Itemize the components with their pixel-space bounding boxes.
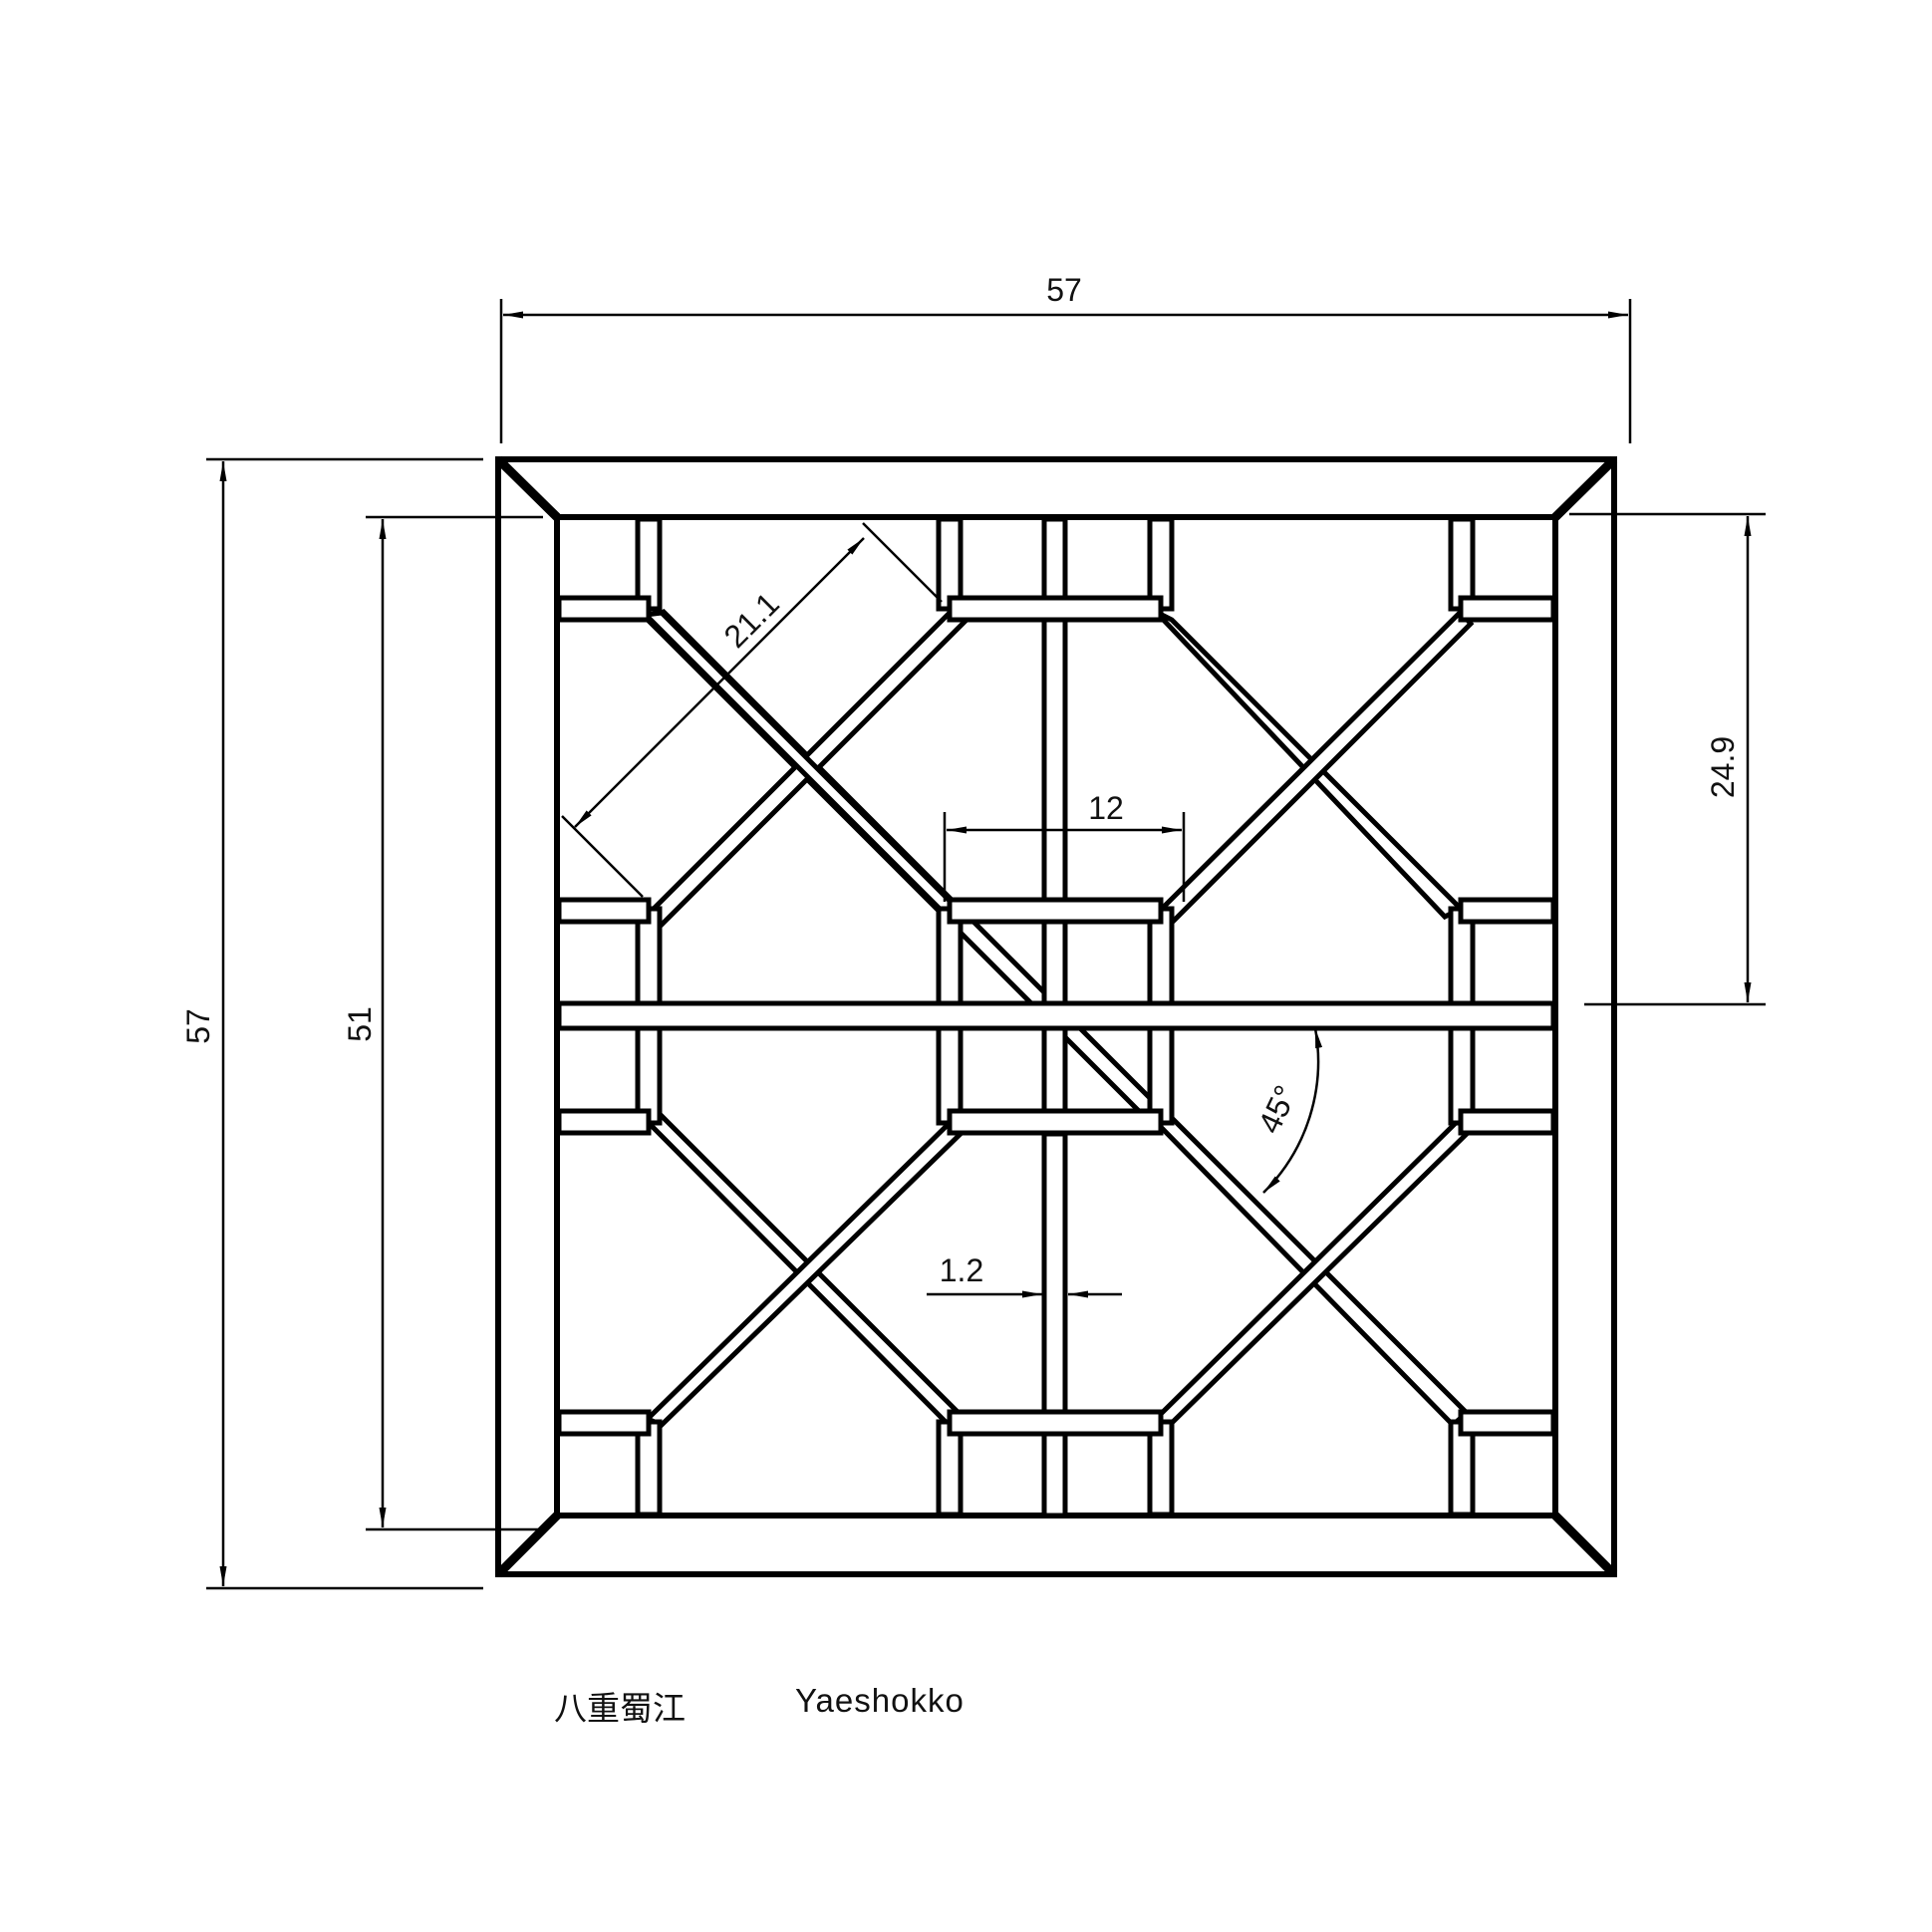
dimension-bar-width: 1.2 [927,1252,1122,1298]
dimension-center-box-width: 12 [943,790,1186,902]
dim-label-width: 57 [1046,272,1082,308]
dim-label-angle: 45° [1250,1080,1303,1139]
dim-label-inner-height: 51 [342,1006,378,1042]
dimension-overall-height: 57 [180,457,483,1590]
dim-label-bar-width: 1.2 [940,1252,983,1288]
dimension-overall-width: 57 [499,272,1632,443]
dim-label-center-width: 12 [1088,790,1124,826]
dim-label-height: 57 [180,1008,216,1044]
horizontal-bars [556,595,1556,1437]
dim-label-half-height: 24.9 [1705,736,1741,798]
pattern-name-english: Yaeshokko [795,1682,965,1719]
dimension-angle: 45° [1250,1027,1323,1194]
dimension-half-height: 24.9 [1569,512,1766,1006]
pattern-name-japanese: 八重蜀江 [554,1689,686,1728]
dim-label-diagonal: 21.1 [716,585,785,654]
dimension-inner-height: 51 [342,515,543,1531]
